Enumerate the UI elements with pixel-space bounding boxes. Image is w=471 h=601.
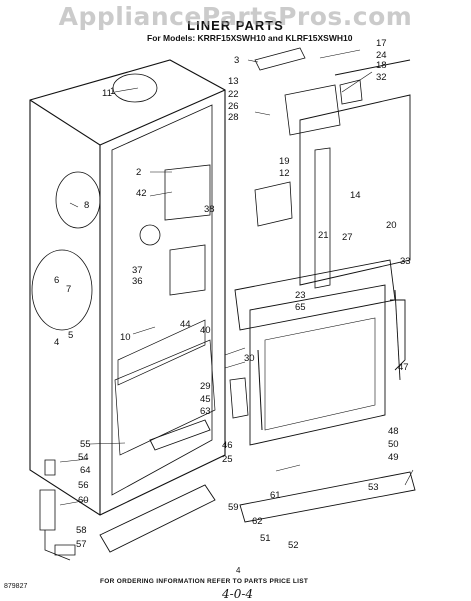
liner-shelf [117,319,206,386]
liner-outline [29,59,226,516]
callout-50: 50 [388,439,399,450]
document-number: 879827 [4,583,28,590]
callout-18: 18 [376,60,387,71]
callout-56: 56 [78,480,89,491]
handwritten-note: 4-0-4 [222,587,254,601]
callout-24: 24 [376,50,387,61]
callout-3: 3 [234,55,239,66]
side-recess-upper [55,171,101,229]
fan-blade [139,224,161,246]
liner-inner-back [111,104,213,496]
liner-bottom [114,339,216,456]
callout-32: 32 [376,72,387,83]
callout-20: 20 [386,220,397,231]
callout-48: 48 [388,426,399,437]
duct-cover [254,181,293,227]
callout-52: 52 [288,540,299,551]
callout-57: 57 [76,539,87,550]
ordering-note: FOR ORDERING INFORMATION REFER TO PARTS … [100,578,309,585]
callout-17: 17 [376,38,387,49]
callout-51: 51 [260,533,271,544]
fan-bracket [164,164,211,221]
callout-53: 53 [368,482,379,493]
callout-4: 4 [54,337,59,348]
cover-channel [314,147,331,289]
callout-49: 49 [388,452,399,463]
callout-23: 23 [295,290,306,301]
callout-12: 12 [279,168,290,179]
callout-25: 25 [222,454,233,465]
callout-21: 21 [318,230,329,241]
callout-42: 42 [136,188,147,199]
rod-47 [390,299,406,371]
callout-13: 13 [228,76,239,87]
model-numbers: For Models: KRRF15XSWH10 and KLRF15XSWH1… [147,33,353,43]
control-housing [284,84,341,136]
crisper-grille [264,317,376,431]
callout-5: 5 [68,330,73,341]
callout-labels: 1234567810111213141718192021222324252627… [54,38,411,551]
crisper-cover [249,284,386,446]
callout-63: 63 [200,406,211,417]
callout-46: 46 [222,440,233,451]
callout-22: 22 [228,89,239,100]
part-54 [39,489,56,531]
callout-19: 19 [279,156,290,167]
callout-59: 59 [228,502,239,513]
callout-14: 14 [350,190,361,201]
tube-56 [44,530,71,561]
callout-28: 28 [228,112,239,123]
rod-32 [334,59,411,76]
shelf-rail-upper [149,419,211,451]
callout-37: 37 [132,265,143,276]
callout-10: 10 [120,332,131,343]
callout-45: 45 [200,394,211,405]
callout-58: 58 [76,525,87,536]
side-recess-lower [31,249,93,331]
callout-7: 7 [66,284,71,295]
callout-54: 54 [78,452,89,463]
callout-26: 26 [228,101,239,112]
top-recess [112,73,158,103]
callout-1: 1 [110,86,115,97]
callout-11: 11 [102,88,112,99]
callout-47: 47 [398,362,409,373]
rod-33 [394,289,401,381]
callout-44: 44 [180,319,191,330]
callout-6: 6 [54,275,59,286]
callout-62: 62 [252,516,263,527]
bracket-45 [229,377,249,419]
callout-64: 64 [80,465,91,476]
light-bracket [254,47,306,71]
page-number: 4 [236,566,241,575]
evaporator-cover [299,94,411,286]
liner-top-edge [29,89,226,146]
callout-60: 60 [78,495,89,506]
light-socket [339,79,363,105]
callout-38: 38 [204,204,215,215]
callout-36: 36 [132,276,143,287]
callout-8: 8 [84,200,89,211]
callout-65: 65 [295,302,306,313]
callout-40: 40 [200,325,211,336]
callout-61: 61 [270,490,281,501]
shelf-rail-lower [99,484,216,553]
callout-2: 2 [136,167,141,178]
callout-29: 29 [200,381,211,392]
callout-30: 30 [244,353,255,364]
fan-motor [169,244,206,296]
callout-33: 33 [400,256,411,267]
pan-track [239,471,416,523]
diagram-title: LINER PARTS [187,18,284,33]
rod-46 [257,349,263,431]
part-60 [54,544,76,556]
callout-27: 27 [342,232,353,243]
part-55 [44,459,56,476]
callout-55: 55 [80,439,91,450]
